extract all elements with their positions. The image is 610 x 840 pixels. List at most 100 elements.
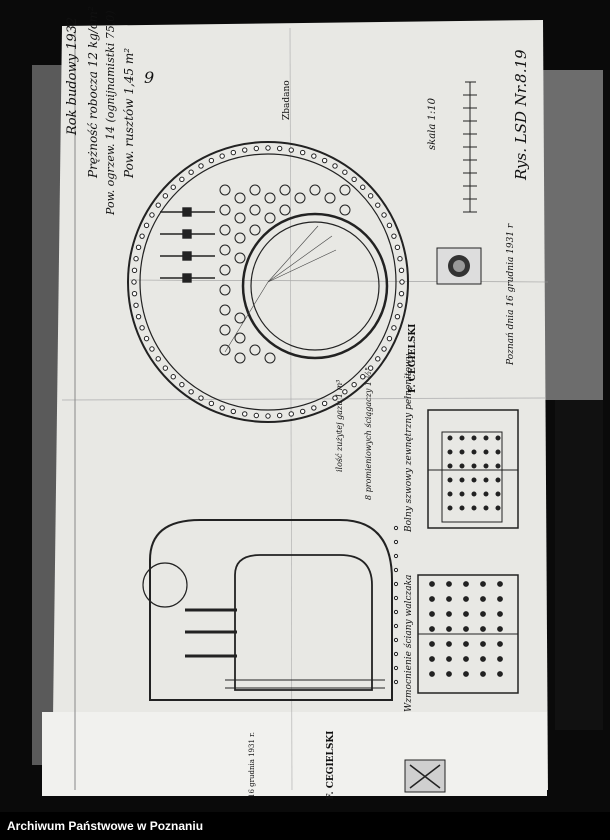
fire-tube	[339, 184, 351, 196]
fire-tube	[234, 252, 246, 264]
plate-rivet	[471, 477, 477, 483]
plate-rivet	[483, 491, 489, 497]
rivet	[208, 157, 215, 164]
plate-rivet	[495, 463, 501, 469]
rivet	[133, 256, 139, 262]
grate-area-text: Pow. rusztów 1,45 m²	[122, 47, 136, 178]
drawing-sheet	[52, 20, 548, 795]
fire-tube	[324, 192, 336, 204]
sheet-number: 9	[144, 68, 155, 87]
bottom-rivet	[429, 641, 435, 647]
bottom-rivet	[497, 671, 503, 677]
right-board	[543, 70, 603, 400]
plate-rivet	[447, 491, 453, 497]
rivet	[162, 365, 169, 371]
fire-tube	[219, 344, 231, 356]
rivet	[321, 400, 328, 407]
rivet	[394, 244, 401, 251]
plate-rivet	[495, 491, 501, 497]
rivet	[398, 290, 405, 297]
rivet	[342, 169, 348, 175]
fire-tube	[219, 304, 231, 316]
fire-tube	[234, 232, 246, 244]
plate-joint-detail	[427, 409, 519, 529]
rivet	[299, 408, 306, 415]
rivet	[360, 374, 366, 380]
fire-tube	[219, 204, 231, 216]
bottom-rivet	[480, 611, 486, 617]
rivet	[131, 267, 138, 274]
bottom-rivet	[446, 641, 452, 647]
plate-rivet	[495, 505, 501, 511]
rivet	[155, 202, 161, 208]
rivet	[198, 395, 204, 401]
plate-rivets	[447, 435, 501, 511]
rivet	[133, 302, 139, 308]
rivet	[179, 176, 185, 183]
rivet	[131, 279, 137, 285]
bottom-rivet	[429, 626, 435, 632]
shell-rivet	[393, 665, 399, 671]
rivet	[391, 233, 397, 239]
bottom-rivet	[429, 611, 435, 617]
rivet	[131, 290, 138, 297]
plate-rivet	[459, 463, 465, 469]
rivet	[139, 233, 145, 239]
shell-rivet	[393, 637, 399, 643]
fire-tube	[234, 332, 246, 344]
scale-text: skala 1:10	[427, 98, 438, 150]
bottom-rivet	[497, 596, 503, 602]
rivet	[288, 147, 294, 153]
rivet	[375, 202, 381, 208]
approval-label: Zbadano	[282, 80, 292, 120]
shell-rivet	[393, 595, 399, 601]
fire-tube	[264, 212, 276, 224]
rivet	[288, 411, 294, 417]
rivet	[351, 381, 357, 388]
rivet	[230, 408, 237, 415]
note-stays: 8 promieniowych ściągaczy 1 ½"	[364, 367, 373, 500]
rivet	[253, 145, 260, 152]
plate-rivet	[495, 477, 501, 483]
signature-date: Poznań dnia 16 grudnia 1931 r	[506, 223, 516, 365]
bottom-rivet	[446, 596, 452, 602]
rivet	[394, 313, 401, 320]
bottom-plate-rivets	[429, 581, 503, 677]
bottom-rivet	[480, 671, 486, 677]
rivet	[360, 184, 366, 190]
rivet	[386, 222, 393, 229]
rivet	[299, 149, 306, 156]
joint-label: Bolny szwowy zewnętrzny pełnonitowy	[404, 354, 414, 532]
bottom-rivet	[463, 611, 469, 617]
bottom-rivet	[446, 656, 452, 662]
rivet	[332, 163, 338, 169]
archival-scan: Rok budowy 1932 Prężność robocza 12 kg/c…	[32, 16, 603, 798]
rivet	[162, 193, 169, 199]
rivet	[391, 325, 397, 331]
plate-rivet	[483, 463, 489, 469]
bottom-rivet	[446, 626, 452, 632]
rivet	[381, 346, 387, 352]
bottom-date: 16 grudnia 1931 r.	[248, 732, 256, 798]
plate-rivet	[483, 449, 489, 455]
rivet	[276, 412, 283, 419]
fire-tube	[234, 212, 246, 224]
plate-rivet	[495, 435, 501, 441]
year-built-text: Rok budowy 1932	[65, 16, 80, 135]
plate-rivet	[483, 435, 489, 441]
fire-tube	[249, 224, 261, 236]
plate-rivet	[471, 435, 477, 441]
plate-rivet	[459, 505, 465, 511]
bottom-rivet	[497, 656, 503, 662]
shell-rivet	[393, 651, 399, 657]
bottom-rivet	[446, 611, 452, 617]
rivet	[230, 149, 237, 156]
fire-tube	[249, 344, 261, 356]
plate-rivet	[471, 491, 477, 497]
bottom-rivet	[463, 656, 469, 662]
bottom-rivet	[429, 656, 435, 662]
shell-rivet	[393, 581, 399, 587]
fire-tube	[249, 204, 261, 216]
shell-rivet	[393, 679, 399, 685]
plate-rivet	[447, 477, 453, 483]
